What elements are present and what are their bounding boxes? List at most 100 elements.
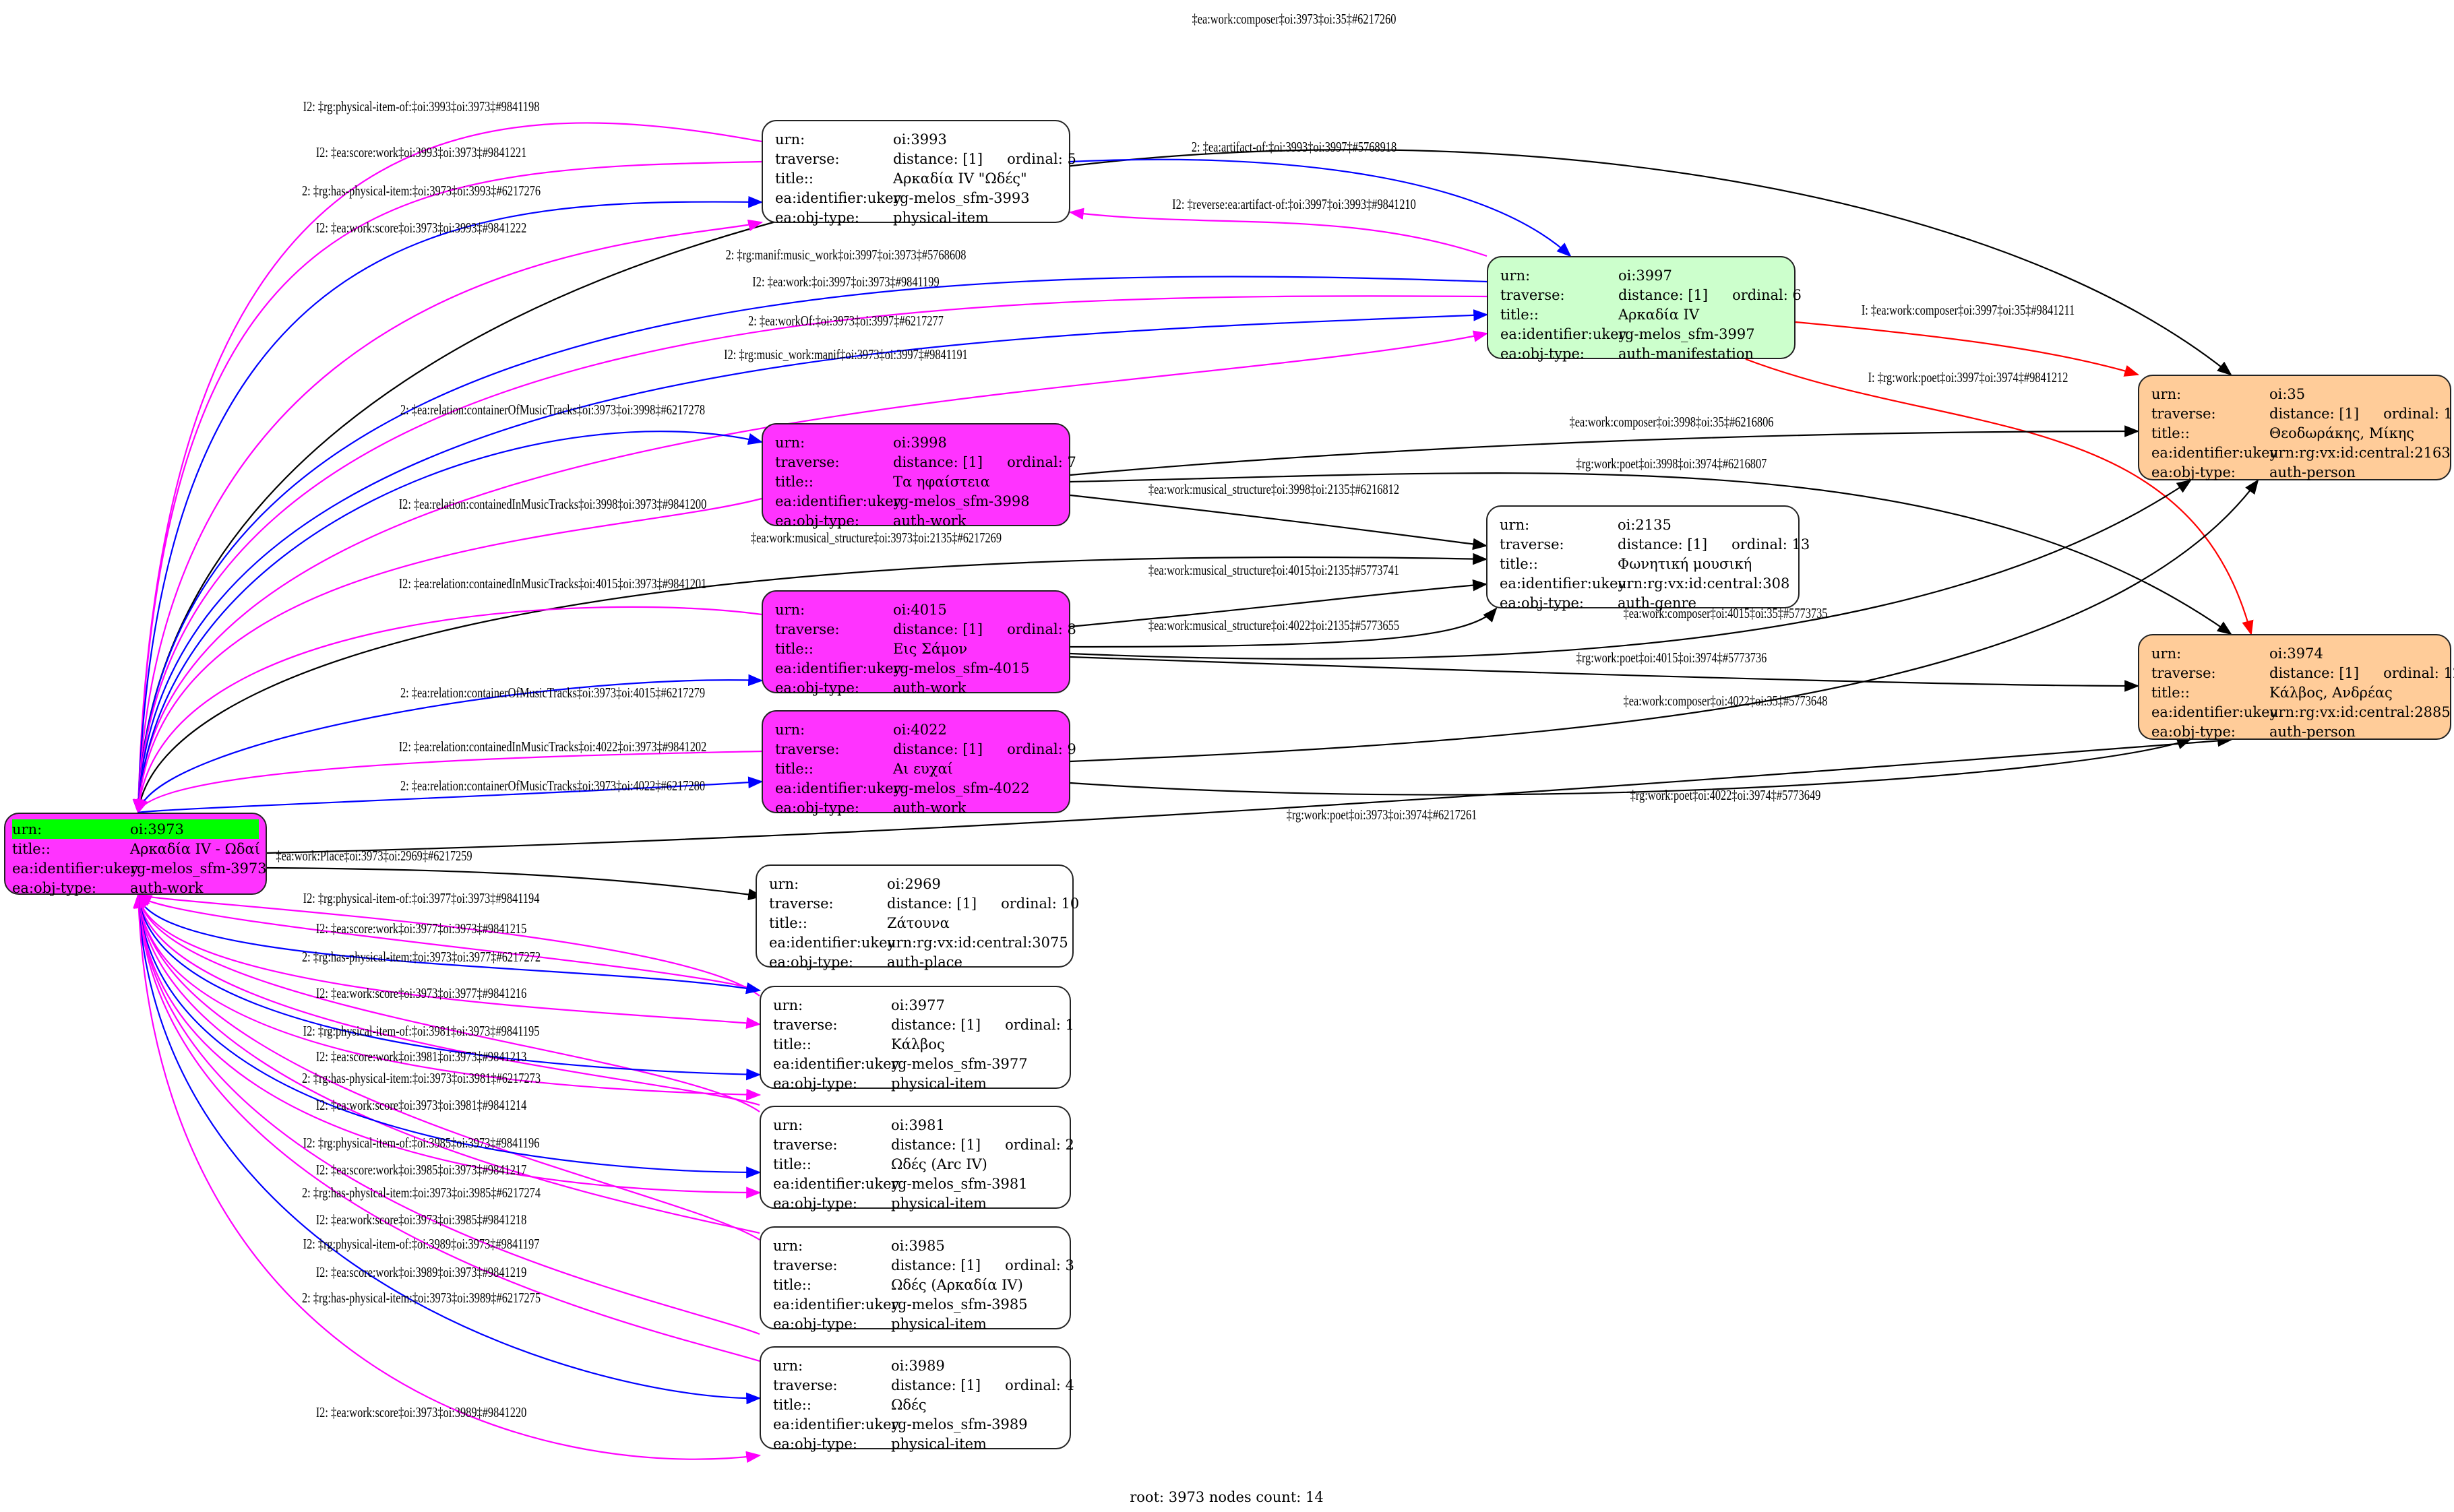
node-field-value: distance: [1] [887,895,977,912]
graph-edge [137,894,762,1463]
node-field-value: Κάλβος [891,1036,945,1052]
node-field-value: auth-work [893,679,967,696]
edge-label: 2: ‡ea:relation:containerOfMusicTracks‡o… [400,685,706,701]
edge-label: 2: ‡ea:relation:containerOfMusicTracks‡o… [400,778,706,794]
node-field-label: traverse: [773,1016,838,1033]
node-field-value: oi:3977 [891,997,945,1013]
node-row-urn: urn:oi:3993 [775,129,1062,149]
node-ordinal: ordinal: 13 [1731,536,1810,553]
graph-edge [1070,607,1498,648]
node-field-label: title:: [2151,684,2190,701]
node-field-label: traverse: [773,1136,838,1153]
node-row-traverse: traverse:distance: [1]ordinal: 9 [775,739,1076,759]
node-field-value: oi:35 [2269,385,2306,402]
node-row-title: title::Φωνητική μουσική [1500,554,1791,573]
graph-edge [133,893,760,1335]
node-field-label: title:: [775,170,814,187]
edge-label: ‡ea:work:composer‡oi:4022‡oi:35‡#5773648 [1623,693,1828,709]
edge-label: ‡rg:work:poet‡oi:4022‡oi:3974‡#5773649 [1630,787,1821,803]
node-field-label: ea:identifier:ukey [12,860,139,877]
graph-edge [1070,656,2140,692]
node-field-label: urn: [773,1116,803,1133]
node-field-value: oi:3993 [893,131,947,148]
edge-label: ‡rg:work:poet‡oi:3998‡oi:3974‡#6216807 [1576,455,1767,472]
node-field-value: auth-genre [1618,594,1696,611]
node-field-label: urn: [775,721,805,738]
node-field-value: Κάλβος, Ανδρέας [2269,684,2393,701]
edge-label: I2: ‡rg:physical-item-of:‡oi:3993‡oi:397… [303,98,540,115]
edge-label: I2: ‡ea:score:work‡oi:3985‡oi:3973‡#9841… [315,1162,527,1178]
node-field-label: title:: [2151,424,2190,441]
node-field-label: title:: [773,1276,811,1293]
node-ordinal: ordinal: 6 [1732,286,1802,303]
node-ordinal: ordinal: 12 [2383,664,2454,681]
node-field-value: auth-work [130,879,204,896]
edge-label: I2: ‡ea:score:work‡oi:3993‡oi:3973‡#9841… [315,144,527,160]
edge-label: 2: ‡rg:has-physical-item:‡oi:3973‡oi:399… [301,183,541,199]
node-field-label: traverse: [2151,405,2216,422]
edge-label: I2: ‡rg:physical-item-of:‡oi:3977‡oi:397… [303,890,540,906]
node-field-value: Εις Σάμον [893,640,968,657]
edge-label: I2: ‡rg:physical-item-of:‡oi:3989‡oi:397… [303,1236,540,1252]
graph-edge [1745,358,2254,636]
node-field-value: Τα ηφαίστεια [893,473,990,490]
node-field-value: rg-melos_sfm-4015 [893,660,1030,676]
node-field-value: Ωδές (Αρκαδία IV) [891,1276,1023,1293]
node-row-objtype: ea:obj-type:physical-item [773,1073,1063,1093]
edge-label: I2: ‡rg:music_work:manif‡oi:3973‡oi:3997… [724,346,968,363]
edge-label: 2: ‡rg:has-physical-item:‡oi:3973‡oi:397… [301,949,541,965]
edge-label: I2: ‡ea:work:score‡oi:3973‡oi:3993‡#9841… [315,220,527,236]
node-field-label: ea:obj-type: [12,879,96,896]
graph-edge [137,894,762,1199]
node-ordinal: ordinal: 7 [1007,453,1076,470]
edge-label: ‡rg:work:poet‡oi:3973‡oi:3974‡#6217261 [1286,807,1477,823]
node-field-label: ea:identifier:ukey [773,1296,900,1313]
node-field-label: traverse: [769,895,834,912]
node-field-label: ea:identifier:ukey [773,1416,900,1432]
node-field-label: traverse: [775,150,840,167]
graph-edge [1070,494,1488,550]
node-row-urn: urn:oi:3974 [2151,643,2443,663]
node-ordinal: ordinal: 4 [1005,1377,1074,1393]
node-field-value: auth-person [2269,464,2356,480]
node-field-value: distance: [1] [893,621,983,637]
node-ordinal: ordinal: 10 [1001,895,1080,912]
node-field-value: rg-melos_sfm-3989 [891,1416,1028,1432]
node-field-label: title:: [775,760,814,777]
node-field-label: title:: [1500,555,1538,572]
node-field-label: title:: [1500,306,1539,323]
node-field-label: ea:identifier:ukey [769,934,896,951]
edge-label: I2: ‡rg:physical-item-of:‡oi:3981‡oi:397… [303,1023,540,1039]
edge-label: ‡ea:work:musical_structure‡oi:4022‡oi:21… [1148,617,1400,633]
node-field-value: rg-melos_sfm-3993 [893,189,1030,206]
node-field-label: ea:obj-type: [1500,594,1584,611]
node-field-value: auth-work [893,512,967,529]
node-row-traverse: traverse:distance: [1]ordinal: 1 [773,1015,1074,1034]
node-field-label: ea:obj-type: [773,1075,857,1092]
edge-label: I2: ‡ea:relation:containedInMusicTracks‡… [398,738,707,755]
node-row-urn: urn:oi:3997 [1500,265,1787,285]
node-field-value: Αρκαδία IV [1618,306,1700,323]
graph-edge [133,893,760,1234]
edge-label: I2: ‡ea:relation:containedInMusicTracks‡… [398,496,707,512]
node-row-traverse: traverse:distance: [1]ordinal: 11 [2151,404,2454,423]
